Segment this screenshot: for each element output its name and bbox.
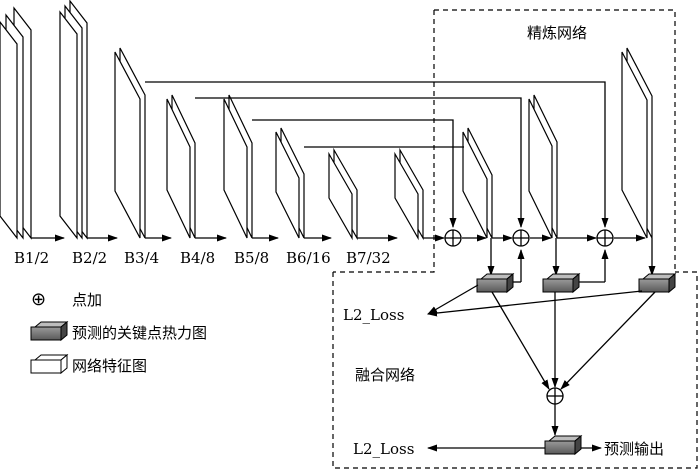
- fusion-network-frame: [332, 271, 698, 469]
- refine-frame-left: [333, 10, 435, 273]
- refine-network-title: 精炼网络: [527, 24, 587, 42]
- feature-map-b3: [114, 47, 146, 239]
- output-label: 预测输出: [604, 440, 664, 458]
- feature-map-b1: [0, 6, 32, 240]
- stage-label-b7: B7/32: [346, 249, 391, 267]
- legend-add-icon: ⊕: [31, 289, 46, 310]
- heatmap-2: [542, 272, 581, 294]
- feature-map-b5: [223, 94, 253, 239]
- feature-map-b2: [59, 0, 88, 240]
- heatmap-final: [544, 434, 583, 456]
- legend-heatmap-label: 预测的关键点热力图: [72, 324, 207, 342]
- stage-label-b4: B4/8: [180, 249, 215, 267]
- add-node-fusion: [546, 387, 564, 405]
- legend-add-label: 点加: [72, 291, 102, 309]
- legend-heatmap-icon: [30, 320, 69, 342]
- refine-map-1: [462, 127, 493, 239]
- legend-feature-icon: [30, 353, 69, 375]
- stage-label-b3: B3/4: [124, 249, 159, 267]
- refine-map-2: [528, 94, 558, 239]
- add-node-3: [596, 229, 614, 247]
- refine-network-frame: [434, 9, 676, 272]
- feature-map-b8: [394, 147, 424, 241]
- stage-label-b1: B1/2: [14, 249, 49, 267]
- loss-label-top: L2_Loss: [343, 306, 404, 324]
- feature-map-b4: [166, 94, 196, 239]
- stage-label-b6: B6/16: [286, 249, 331, 267]
- fusion-network-title: 融合网络: [355, 366, 415, 384]
- heatmap-3: [638, 272, 677, 294]
- legend-feature-label: 网络特征图: [72, 357, 147, 375]
- feature-map-b6: [275, 127, 305, 239]
- add-node-2: [512, 229, 530, 247]
- fusion-arrows: [427, 284, 656, 452]
- refine-map-3: [621, 47, 653, 239]
- stage-label-b5: B5/8: [234, 249, 269, 267]
- skip-connections: [145, 81, 609, 228]
- loss-label-bottom: L2_Loss: [353, 440, 414, 458]
- legend: ⊕ 点加 预测的关键点热力图 网络特征图: [30, 289, 207, 375]
- heatmap-1: [476, 272, 515, 294]
- stage-label-b2: B2/2: [72, 249, 107, 267]
- feature-map-b7: [328, 147, 358, 241]
- add-node-1: [444, 229, 462, 247]
